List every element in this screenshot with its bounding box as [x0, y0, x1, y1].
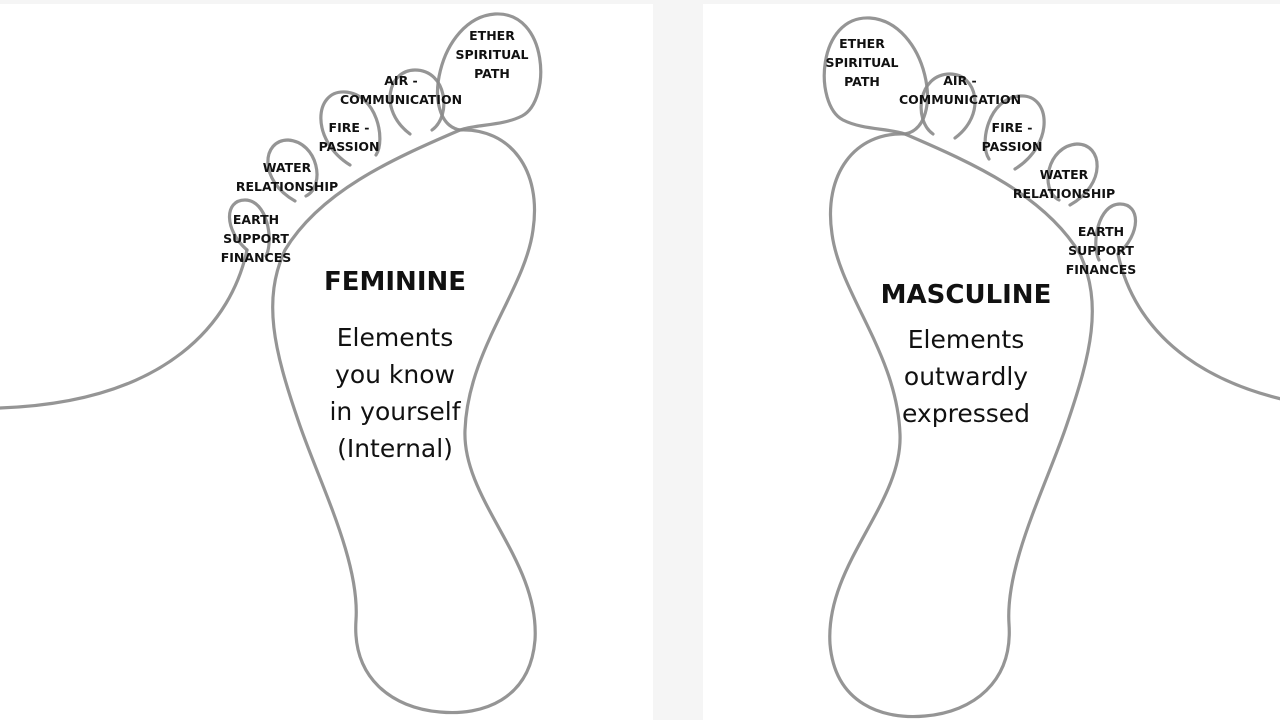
masculine-ether-label: ETHER SPIRITUAL PATH — [825, 36, 899, 89]
sole-outline — [271, 128, 537, 715]
feminine-air-label: AIR - COMMUNICATION — [339, 73, 463, 107]
feminine-description: Elements you know in yourself (Internal) — [329, 323, 461, 463]
masculine-title: MASCULINE — [880, 280, 1052, 310]
masculine-description: Elements outwardly expressed — [901, 325, 1031, 428]
earth-toe-outline — [227, 198, 271, 258]
masculine-water-label: WATER RELATIONSHIP — [1012, 167, 1116, 201]
water-toe-outline — [1046, 142, 1099, 207]
feminine-fire-label: FIRE - PASSION — [318, 120, 380, 154]
masculine-fire-label: FIRE - PASSION — [981, 120, 1043, 154]
fire-toe-outline — [319, 90, 382, 167]
masculine-air-label: AIR - COMMUNICATION — [898, 73, 1022, 107]
masculine-panel — [703, 4, 1280, 720]
air-toe-outline — [919, 72, 977, 140]
leg-outline — [0, 248, 249, 410]
left-foot-outline — [0, 12, 543, 715]
masculine-earth-label: EARTH SUPPORT FINANCES — [1065, 224, 1137, 277]
air-toe-outline — [388, 68, 446, 136]
earth-toe-outline — [1094, 202, 1138, 262]
leg-outline — [1116, 252, 1280, 401]
sole-outline — [828, 132, 1094, 719]
water-toe-outline — [266, 138, 319, 203]
fire-toe-outline — [983, 94, 1046, 171]
feminine-panel — [0, 4, 653, 720]
right-foot-outline — [822, 16, 1280, 719]
feminine-water-label: WATER RELATIONSHIP — [235, 160, 339, 194]
feminine-title: FEMININE — [323, 267, 467, 297]
feminine-ether-label: ETHER SPIRITUAL PATH — [455, 28, 529, 81]
feminine-earth-label: EARTH SUPPORT FINANCES — [220, 212, 292, 265]
